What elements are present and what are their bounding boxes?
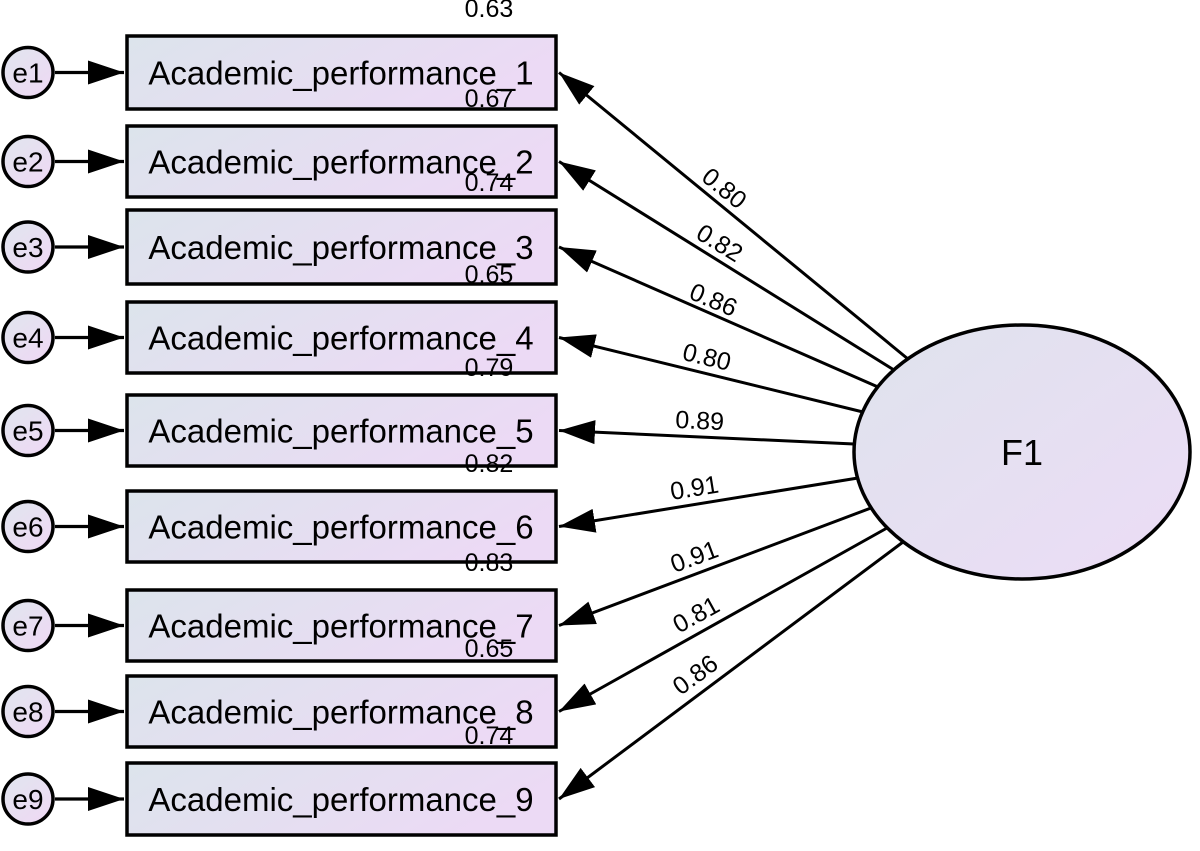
loading-value-7: 0.91 [667,535,722,578]
error-label-e6: e6 [12,512,43,543]
loading-arrow-2 [558,160,895,372]
indicator-label-1: Academic_performance_1 [148,55,533,92]
indicator-box-4 [125,300,558,375]
indicator-label-6: Academic_performance_6 [148,509,533,546]
svg-text:0.89: 0.89 [675,406,725,436]
loading-arrow-9 [558,540,904,801]
loading-arrow-5 [558,420,855,446]
error-label-e1: e1 [12,58,43,89]
svg-text:0.86: 0.86 [668,649,724,700]
indicator-box-6 [125,489,558,564]
indicator-label-4: Academic_performance_4 [148,320,533,357]
error-label-e3: e3 [12,232,43,263]
smc-value-4: 0.65 [465,261,514,289]
error-node-e4 [1,310,55,365]
loading-arrow-8 [558,526,888,713]
indicator-box-8 [125,674,558,749]
error-node-e8 [1,684,55,739]
svg-text:0.91: 0.91 [667,535,722,578]
smc-value-6: 0.82 [465,450,514,478]
indicator-label-7: Academic_performance_7 [148,608,533,645]
loading-arrow-4 [558,334,864,414]
edges-layer [55,60,909,811]
indicator-box-7 [125,588,558,663]
loading-value-5: 0.89 [675,406,725,436]
factor-label: F1 [1001,432,1043,473]
smc-value-8: 0.65 [465,635,514,663]
nodes-layer [1,34,1192,837]
error-label-e4: e4 [12,323,43,354]
smc-value-2: 0.67 [465,85,514,113]
indicator-box-9 [125,761,558,837]
error-node-e2 [1,134,55,189]
indicator-label-9: Academic_performance_9 [148,781,533,818]
indicator-box-3 [125,208,558,286]
indicator-box-2 [125,124,558,199]
smc-value-5: 0.79 [465,354,514,382]
smc-value-3: 0.74 [465,169,514,197]
error-label-e9: e9 [12,784,43,815]
loading-arrow-7 [558,506,872,627]
svg-text:0.80: 0.80 [680,338,734,377]
error-label-e2: e2 [12,147,43,178]
error-node-e3 [1,220,55,274]
error-node-e7 [1,598,55,653]
smc-value-7: 0.83 [465,549,514,577]
smc-value-9: 0.74 [465,722,514,750]
indicator-label-5: Academic_performance_5 [148,413,533,450]
loading-value-9: 0.86 [668,649,724,700]
indicator-label-3: Academic_performance_3 [148,229,533,266]
error-node-e1 [1,45,55,100]
loading-arrow-3 [558,245,879,389]
error-label-e7: e7 [12,611,43,642]
svg-text:0.81: 0.81 [668,591,724,639]
indicator-label-8: Academic_performance_8 [148,694,533,731]
loading-arrow-6 [558,476,859,533]
factor-ellipse [852,323,1192,581]
loading-arrow-1 [558,71,909,361]
indicator-box-5 [125,393,558,468]
error-label-e8: e8 [12,697,43,728]
error-label-e5: e5 [12,416,43,447]
indicator-label-2: Academic_performance_2 [148,144,533,181]
loading-value-4: 0.80 [680,338,734,377]
indicator-box-1 [125,34,558,111]
smc-value-1: 0.63 [465,0,514,23]
error-node-e5 [1,403,55,458]
loading-value-8: 0.81 [668,591,724,639]
error-node-e9 [1,772,55,826]
error-node-e6 [1,499,55,554]
